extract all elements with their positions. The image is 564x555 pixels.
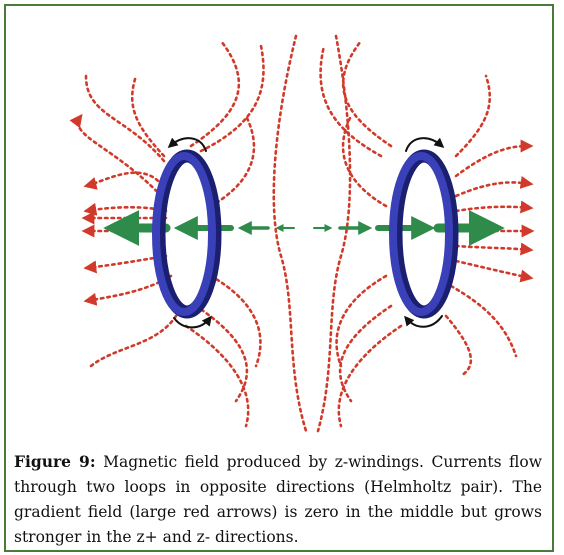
- field-line: [449, 284, 518, 358]
- current-arrow-left-bottom: [173, 315, 212, 329]
- field-line: [83, 171, 168, 193]
- field-line: [184, 324, 250, 428]
- field-line: [199, 44, 265, 153]
- field-lines: [69, 34, 535, 433]
- field-line: [454, 176, 534, 198]
- field-line: [444, 314, 473, 378]
- field-line: [209, 274, 262, 368]
- current-arrows: [167, 137, 445, 329]
- field-line: [319, 44, 383, 158]
- current-arrow-right-top: [405, 137, 445, 152]
- field-line: [454, 139, 534, 178]
- field-line: [454, 74, 491, 158]
- field-line: [189, 39, 240, 148]
- field-line: [272, 34, 308, 433]
- right-coil: [389, 149, 459, 319]
- figure-caption-text: Magnetic field produced by z-windings. C…: [14, 453, 542, 546]
- figure-label: Figure 9:: [14, 452, 96, 471]
- field-line: [338, 304, 393, 403]
- left-coil: [152, 149, 222, 319]
- field-line: [335, 274, 388, 368]
- field-line: [209, 114, 256, 208]
- field-line: [341, 114, 388, 208]
- field-line: [131, 74, 166, 158]
- helmholtz-field-diagram: [69, 34, 535, 433]
- figure-frame: Figure 9: Magnetic field produced by z-w…: [4, 4, 554, 552]
- field-line: [454, 242, 534, 256]
- field-line: [454, 200, 534, 214]
- field-line: [454, 259, 534, 283]
- field-line: [337, 324, 403, 428]
- field-line: [89, 314, 178, 368]
- field-line: [316, 34, 352, 433]
- current-arrow-right-bottom: [404, 315, 443, 328]
- field-line: [69, 113, 168, 203]
- current-arrow-left-top: [167, 137, 207, 152]
- field-line: [194, 304, 249, 403]
- field-line: [342, 39, 393, 148]
- figure-caption: Figure 9: Magnetic field produced by z-w…: [14, 449, 542, 550]
